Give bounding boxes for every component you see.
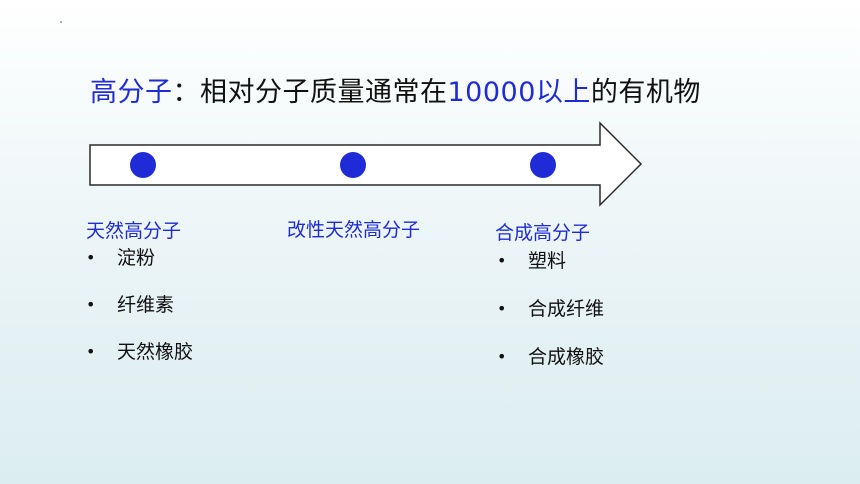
- list-item: • 纤维素: [86, 293, 193, 317]
- list-item: • 淀粉: [86, 246, 193, 270]
- list-item-label: 合成纤维: [528, 298, 605, 320]
- title-definition-suffix: 的有机物: [590, 77, 701, 108]
- title-definition-prefix: ：相对分子质量通常在: [172, 77, 448, 108]
- slide-corner-mark: [60, 21, 62, 23]
- bullet-glyph: •: [86, 342, 96, 361]
- list-item-label: 塑料: [528, 250, 567, 272]
- timeline-dot-natural: [130, 152, 156, 178]
- bullet-glyph: •: [497, 347, 507, 366]
- title-number: 10000以上: [447, 77, 591, 108]
- timeline-dot-modified: [340, 152, 366, 178]
- bullet-glyph: •: [86, 248, 96, 267]
- bullet-glyph: •: [497, 299, 507, 318]
- list-item-label: 天然橡胶: [117, 341, 194, 363]
- bullet-glyph: •: [86, 295, 96, 314]
- list-item-label: 合成橡胶: [528, 346, 605, 368]
- list-item: • 天然橡胶: [86, 340, 194, 364]
- bullet-glyph: •: [497, 251, 507, 270]
- heading-synthetic-polymer: 合成高分子: [495, 222, 591, 244]
- list-synthetic-polymer: • 塑料 • 合成纤维 • 合成橡胶: [497, 249, 605, 369]
- heading-modified-natural-polymer: 改性天然高分子: [287, 219, 421, 241]
- list-item: • 合成纤维: [497, 297, 605, 321]
- list-natural-polymer: • 淀粉 • 纤维素 • 天然橡胶: [86, 246, 194, 364]
- list-item: • 合成橡胶: [497, 345, 605, 369]
- slide-title: 高分子：相对分子质量通常在10000以上的有机物: [90, 70, 701, 109]
- list-item-label: 淀粉: [117, 247, 156, 269]
- timeline-dot-synthetic: [530, 152, 556, 178]
- heading-natural-polymer: 天然高分子: [86, 220, 182, 242]
- list-item-label: 纤维素: [117, 294, 175, 316]
- list-item: • 塑料: [497, 249, 604, 273]
- title-term: 高分子: [90, 77, 173, 108]
